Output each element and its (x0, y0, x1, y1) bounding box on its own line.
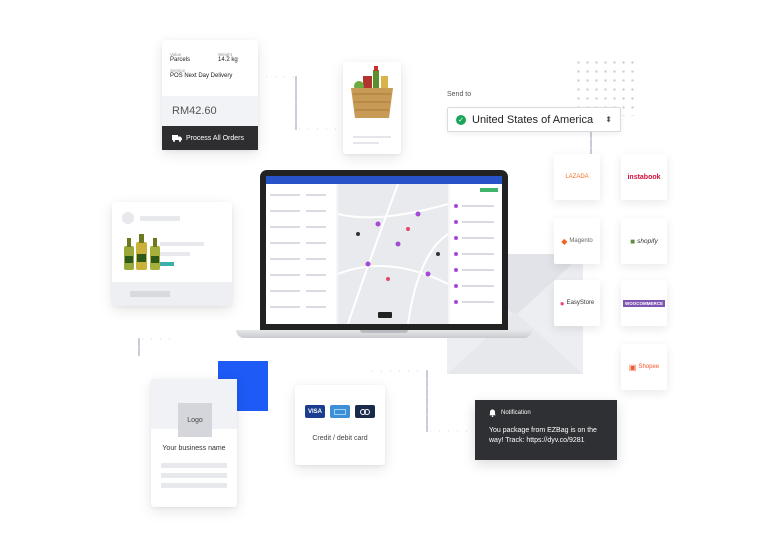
olive-oil-bottles-icon (124, 234, 160, 270)
magento-logo: Magento (569, 238, 593, 244)
check-icon: ✓ (456, 114, 466, 125)
business-name: Your business name (162, 445, 226, 452)
send-to-label: Send to (447, 91, 472, 98)
destination-country-select[interactable]: ✓ United States of America ⬍ (447, 107, 621, 132)
business-line-1 (161, 463, 227, 468)
marketplace-shopify[interactable]: ■ shopify (621, 218, 667, 264)
dot-line-notif (368, 370, 428, 372)
mastercard-icon (355, 405, 375, 418)
parcels-value: Parcels (170, 57, 191, 63)
shipping-price: RM42.60 (172, 105, 217, 117)
dot-grid-top-right (574, 58, 636, 116)
logo-placeholder[interactable]: Logo (178, 403, 212, 437)
process-button-label: Process All Orders (186, 134, 244, 142)
dashboard-order-list (266, 184, 336, 324)
order-rows-icon (270, 194, 326, 308)
shopify-logo: shopify (637, 237, 658, 245)
notification-title: Notification (501, 410, 531, 416)
laptop-base (236, 330, 532, 338)
product-title-placeholder (140, 216, 180, 221)
dot-line-ship-2 (295, 128, 341, 130)
product-tag (160, 262, 174, 266)
dot-line-notif-2 (426, 430, 472, 432)
shopee-logo: Shopee (638, 364, 660, 370)
magento-icon: ◆ (561, 236, 568, 246)
laptop-notch (360, 330, 408, 333)
shopify-icon: ■ (630, 236, 636, 246)
dot-line-ship (262, 76, 296, 78)
laptop-screen (260, 170, 508, 330)
notification-toast: Notification You package from EZBag is o… (475, 400, 617, 460)
business-card: Logo Your business name (151, 379, 237, 507)
dashboard-detail-panel (450, 184, 502, 324)
marketplace-shopee[interactable]: ▣ Shopee (621, 344, 667, 390)
marketplace-magento[interactable]: ◆ Magento (554, 218, 600, 264)
product-avatar (122, 212, 134, 224)
notification-message: You package from EZBag is on the way! Tr… (489, 427, 597, 444)
woocommerce-logo: WOOCOMMERCE (623, 299, 665, 307)
product-line-1 (160, 242, 204, 246)
weight-value: 14.2 kg (218, 57, 238, 63)
visa-icon: VISA (305, 405, 325, 418)
dashboard-screenshot (266, 176, 502, 324)
easystore-icon: ● (559, 298, 565, 308)
process-all-orders-button[interactable]: Process All Orders (162, 126, 258, 150)
truck-icon (172, 134, 182, 142)
dashboard-map (337, 183, 449, 324)
marketplace-easystore[interactable]: ● EasyStore (554, 280, 600, 326)
product-footer (112, 282, 232, 306)
easystore-logo: EasyStore (566, 300, 595, 306)
weight-label: Weight (218, 52, 232, 57)
amex-icon (330, 405, 350, 418)
dot-line-right-v (590, 130, 592, 160)
map-icon (337, 183, 449, 324)
visa-label: VISA (307, 408, 322, 415)
product-line-2 (160, 252, 190, 256)
shopee-icon: ▣ (628, 362, 637, 372)
dot-line-ship-v (295, 76, 297, 130)
grocery-basket-card (343, 62, 401, 154)
product-listing-card (112, 202, 232, 306)
shipping-summary-card: Value Parcels Weight 14.2 kg Service POS… (162, 40, 258, 150)
dot-line-notif-v (426, 370, 428, 432)
service-value: POS Next Day Delivery (170, 73, 233, 79)
dashboard-topbar (266, 176, 502, 184)
business-line-2 (161, 473, 227, 478)
bell-icon (489, 409, 496, 417)
parcels-label: Value (170, 52, 182, 57)
destination-country-value: United States of America (472, 113, 594, 126)
business-line-3 (161, 483, 227, 488)
payment-label: Credit / debit card (312, 435, 368, 442)
instabook-logo: instabook (627, 173, 661, 181)
lazada-logo: LAZADA (565, 174, 589, 180)
marketplace-lazada[interactable]: LAZADA (554, 154, 600, 200)
service-label: Service (170, 68, 186, 73)
payment-method-card[interactable]: VISA Credit / debit card (295, 385, 385, 465)
detail-rows-icon (454, 188, 498, 304)
grocery-basket-icon (351, 66, 393, 144)
select-arrows-icon: ⬍ (605, 115, 612, 124)
dot-line-left-v (138, 338, 140, 356)
marketplace-instabook[interactable]: instabook (621, 154, 667, 200)
marketplace-woocommerce[interactable]: WOOCOMMERCE (621, 280, 667, 326)
dot-line-left (138, 338, 178, 340)
